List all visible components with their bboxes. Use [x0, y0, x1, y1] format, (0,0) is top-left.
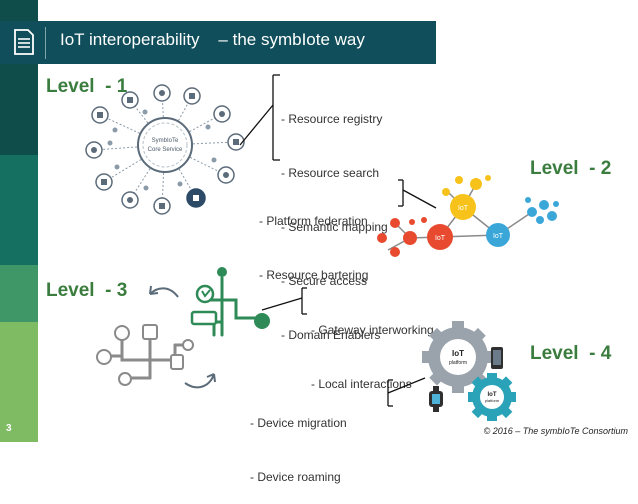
list-item: - Device roaming — [250, 470, 341, 484]
level-2-label: Level - 2 — [530, 158, 612, 179]
level-2-bracket — [398, 179, 437, 209]
copyright-footer: © 2016 – The symbIoTe Consortium — [483, 426, 628, 436]
level-1-bracket — [239, 74, 280, 161]
list-item: - Domain Enablers — [281, 328, 381, 342]
list-item: - Device migration — [250, 416, 347, 430]
smartphone-icon — [491, 347, 503, 369]
list-item: - Semantic mapping — [281, 220, 388, 234]
level-3-features: - Gateway interworking - Local interacti… — [311, 285, 434, 411]
side-strip-teal — [0, 155, 38, 265]
level-1-label: Level - 1 — [46, 76, 128, 97]
core-service-label-top: SymbIoTe — [152, 138, 179, 144]
side-strip-light-green — [0, 322, 38, 442]
list-item: - Resource bartering — [259, 268, 369, 282]
gear-label-bottom: platform — [449, 360, 467, 366]
iot-node-label: IoT — [458, 205, 469, 212]
core-service-hub-diagram: SymbIoTe Core Service — [85, 84, 245, 215]
list-item: - Resource registry — [281, 112, 383, 126]
illustrations: SymbIoTe Core Service — [85, 74, 559, 421]
level-3-label: Level - 3 — [46, 280, 128, 301]
gear-label-top: IoT — [488, 392, 497, 398]
document-icon — [14, 29, 34, 55]
list-item: - Secure access — [281, 274, 368, 288]
interaction-arrows — [149, 285, 216, 389]
local-devices-icons — [96, 324, 194, 386]
level-1-features: - Resource registry - Resource search - … — [281, 74, 388, 362]
title-bar — [0, 21, 436, 64]
iot-node-label: IoT — [493, 233, 504, 240]
platform-federation-network: IoT IoT IoT — [377, 175, 559, 257]
slide-number: 3 — [6, 423, 12, 434]
level-3-bracket — [261, 287, 307, 315]
gear-label-top: IoT — [452, 349, 464, 358]
core-service-label-bottom: Core Service — [148, 147, 183, 153]
list-item: - Gateway interworking — [311, 323, 434, 337]
iot-node-label: IoT — [435, 235, 446, 242]
gear-label-bottom: platform — [485, 398, 500, 403]
list-item: - Platform federation — [259, 214, 368, 228]
iot-platform-gear-large: IoT platform — [422, 321, 494, 393]
smartwatch-icon — [429, 386, 443, 412]
level-4-bracket — [387, 377, 426, 407]
level-2-features: - Platform federation - Resource barteri… — [259, 176, 368, 302]
list-item: - Local interactions — [311, 377, 412, 391]
gateway-icons — [190, 267, 270, 329]
level-4-label: Level - 4 — [530, 343, 612, 364]
side-strip-green — [0, 265, 38, 322]
list-item: - Resource search — [281, 166, 380, 180]
title-separator — [45, 27, 46, 59]
iot-platform-gear-small: IoT platform — [468, 373, 516, 421]
slide-title: IoT interoperability – the symbIote way — [60, 30, 365, 49]
